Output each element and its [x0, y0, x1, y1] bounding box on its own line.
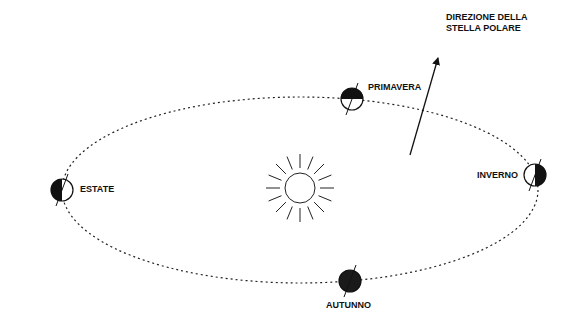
earth-autumn	[339, 265, 361, 297]
earth-spring	[341, 83, 363, 115]
season-label: AUTUNNO	[326, 300, 371, 311]
earth-winter	[524, 159, 546, 191]
sun	[266, 154, 334, 222]
season-label: ESTATE	[80, 184, 114, 195]
polaris-arrow	[410, 58, 438, 155]
season-label: INVERNO	[477, 170, 518, 181]
season-label: PRIMAVERA	[368, 82, 421, 93]
earth-summer	[51, 174, 73, 206]
orbit	[62, 97, 538, 283]
direction-note: DIREZIONE DELLA STELLA POLARE	[446, 12, 530, 35]
